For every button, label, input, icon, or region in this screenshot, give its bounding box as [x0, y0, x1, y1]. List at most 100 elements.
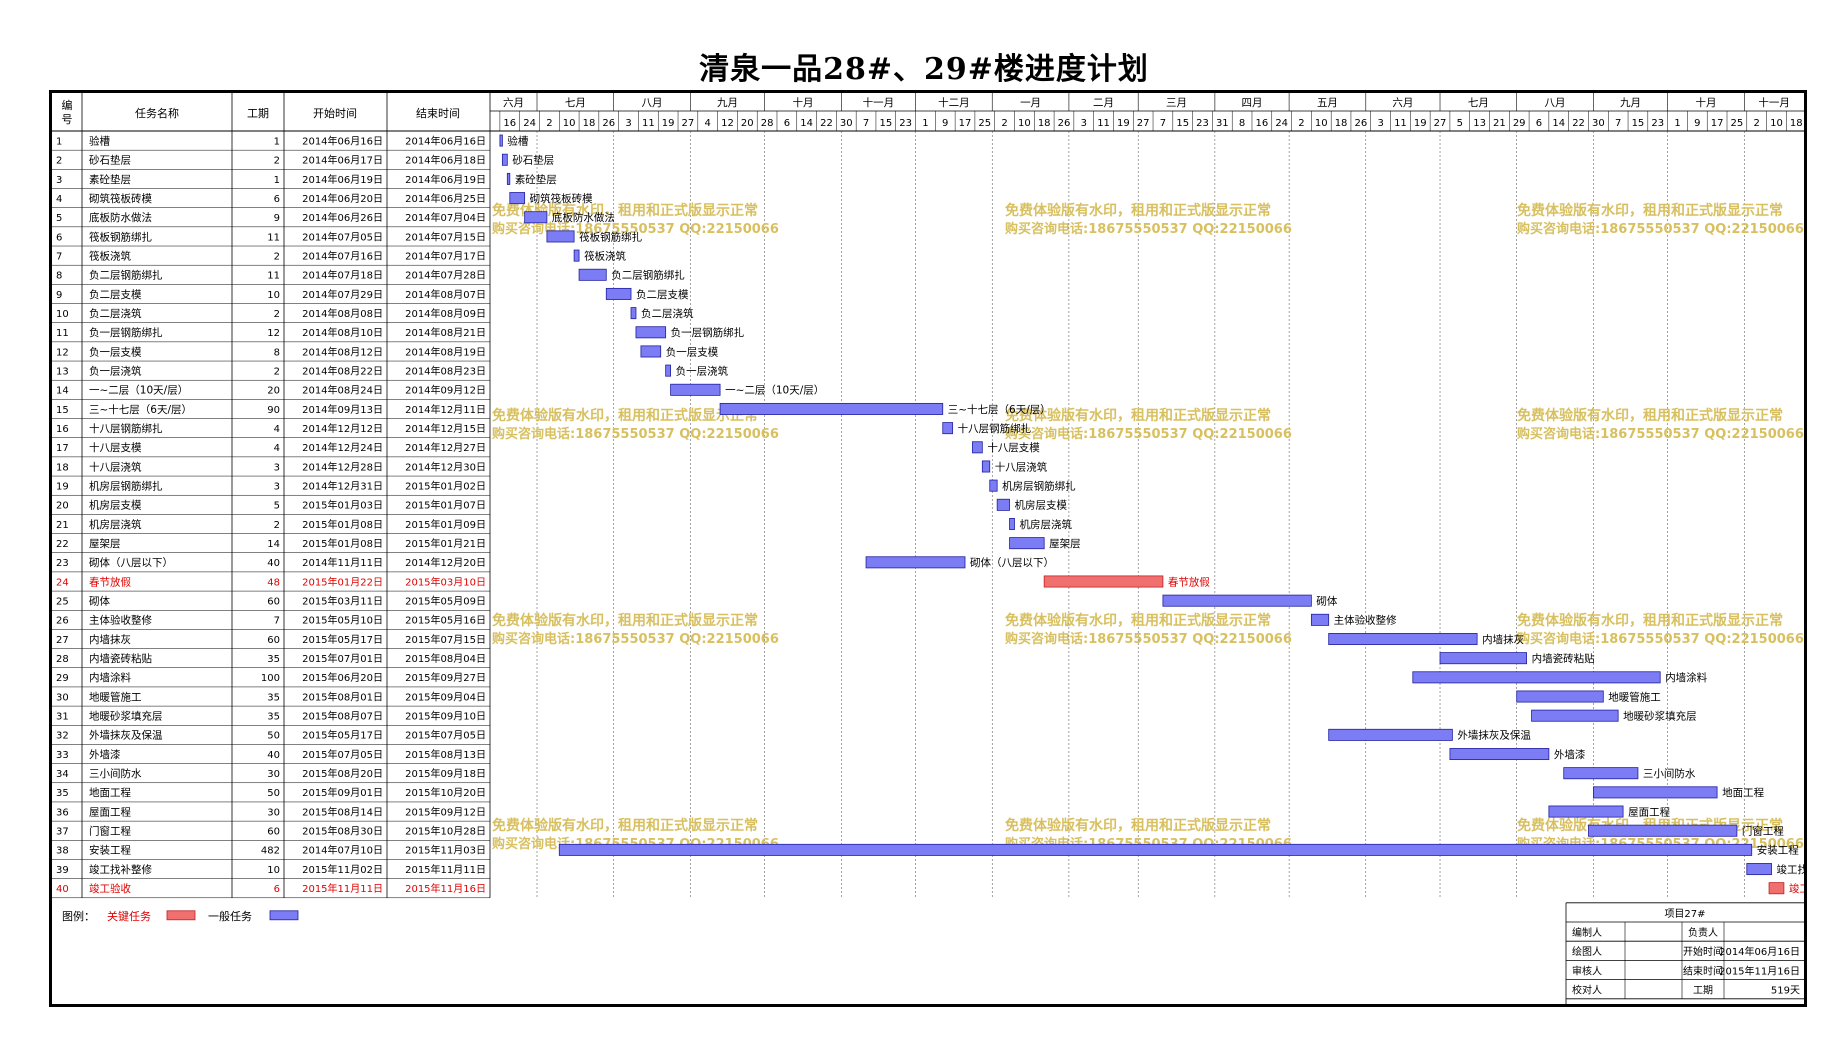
week-label: 26 [602, 118, 615, 129]
task-id: 32 [56, 731, 69, 742]
month-label: 十二月 [938, 96, 970, 109]
week-label: 30 [840, 118, 853, 129]
week-label: 27 [682, 118, 695, 129]
task-bar-label: 三~十七层（6天/层） [948, 403, 1051, 416]
task-id: 36 [56, 807, 69, 818]
week-label: 2 [546, 118, 552, 129]
task-bar [1328, 728, 1453, 741]
task-end: 2014年07月28日 [405, 269, 486, 282]
month-label: 十一月 [1758, 96, 1790, 109]
task-duration: 50 [267, 731, 280, 742]
task-bar-label: 门窗工程 [1742, 825, 1784, 838]
task-start: 2015年07月01日 [302, 652, 383, 665]
week-label: 22 [1572, 118, 1585, 129]
task-id: 22 [56, 539, 69, 550]
task-name: 地暖砂浆填充层 [89, 710, 163, 723]
task-id: 21 [56, 520, 69, 531]
task-bar [1439, 652, 1528, 665]
task-name: 负一层浇筑 [89, 364, 142, 377]
watermark-text: 免费体验版有水印，租用和正式版显示正常 [1517, 612, 1783, 629]
task-end: 2014年12月27日 [405, 441, 486, 454]
task-id: 9 [56, 290, 62, 301]
task-start: 2014年12月31日 [302, 479, 383, 492]
task-end: 2014年08月07日 [405, 288, 486, 301]
task-id: 20 [56, 501, 69, 512]
legend-normal-swatch [269, 910, 299, 921]
task-name: 屋面工程 [89, 806, 131, 818]
task-bar-label: 屋架层 [1049, 538, 1081, 550]
task-end: 2014年06月18日 [405, 154, 486, 167]
task-bar-label: 地面工程 [1722, 786, 1764, 799]
task-name: 门窗工程 [89, 825, 131, 838]
task-name: 屋架层 [89, 538, 121, 550]
task-end: 2015年08月04日 [405, 652, 486, 665]
task-bar [1162, 594, 1312, 607]
task-id: 26 [56, 616, 69, 627]
task-end: 2015年01月09日 [405, 518, 486, 531]
legend-critical-swatch [166, 910, 196, 921]
task-duration: 4 [274, 424, 280, 435]
task-id: 2 [56, 156, 62, 167]
info-table-label: 审核人 [1572, 964, 1602, 977]
task-id: 35 [56, 788, 69, 799]
task-bar [509, 192, 526, 205]
week-label: 11 [1394, 118, 1407, 129]
task-start: 2014年07月05日 [302, 230, 383, 243]
task-id: 23 [56, 558, 69, 569]
task-name: 外墙抹灰及保温 [89, 729, 163, 742]
task-bar-label: 内墙涂料 [1665, 671, 1707, 684]
task-bar-label: 负二层钢筋绑扎 [611, 269, 685, 282]
task-bar-label: 竣工验收 [1789, 882, 1804, 895]
week-label: 24 [1275, 118, 1288, 129]
task-start: 2015年07月05日 [302, 748, 383, 761]
task-id: 3 [56, 175, 62, 186]
task-duration: 2 [274, 156, 280, 167]
week-label: 18 [1790, 118, 1803, 129]
task-bar [865, 556, 966, 569]
task-end: 2014年12月11日 [405, 403, 486, 416]
task-end: 2015年09月18日 [405, 767, 486, 780]
week-label: 1 [922, 118, 928, 129]
task-duration: 100 [261, 673, 280, 684]
info-table-label: 编制人 [1572, 926, 1602, 939]
task-name: 地暖管施工 [89, 690, 142, 703]
task-id: 8 [56, 271, 62, 282]
task-name: 负二层浇筑 [89, 307, 142, 320]
task-bar [635, 326, 667, 339]
week-label: 6 [1536, 118, 1542, 129]
task-duration: 3 [274, 462, 280, 473]
task-bar-label: 砂石垫层 [512, 154, 554, 167]
task-id: 13 [56, 366, 69, 377]
task-bar [670, 383, 721, 396]
task-bar [1328, 633, 1478, 645]
task-duration: 60 [267, 827, 280, 838]
week-label: 11 [1097, 118, 1110, 129]
task-duration: 2 [274, 366, 280, 377]
watermark-text: 免费体验版有水印，租用和正式版显示正常 [492, 407, 758, 424]
task-id: 31 [56, 712, 69, 723]
task-name: 安装工程 [89, 844, 131, 857]
week-label: 15 [1632, 118, 1645, 129]
task-end: 2015年07月15日 [405, 633, 486, 646]
task-bar [665, 364, 672, 377]
column-header: 开始时间 [313, 106, 357, 120]
watermark-text: 免费体验版有水印，租用和正式版显示正常 [1005, 202, 1271, 219]
month-label: 十月 [792, 96, 813, 109]
week-label: 1 [1674, 118, 1680, 129]
task-name: 三小间防水 [89, 767, 142, 780]
task-name: 机房层浇筑 [89, 518, 142, 531]
week-label: 2 [1754, 118, 1760, 129]
month-label: 十一月 [863, 96, 895, 109]
task-bar [1009, 517, 1015, 530]
task-start: 2014年08月10日 [302, 326, 383, 339]
task-bar [972, 441, 983, 454]
task-id: 6 [56, 232, 62, 243]
task-end: 2015年10月20日 [405, 786, 486, 799]
task-bar [499, 134, 503, 147]
week-label: 3 [625, 118, 631, 129]
task-bar [573, 249, 580, 262]
task-bar-label: 春节放假 [1168, 575, 1210, 588]
task-start: 2014年06月16日 [302, 134, 383, 147]
task-end: 2015年09月27日 [405, 671, 486, 684]
column-header-id: 编 [62, 98, 73, 112]
